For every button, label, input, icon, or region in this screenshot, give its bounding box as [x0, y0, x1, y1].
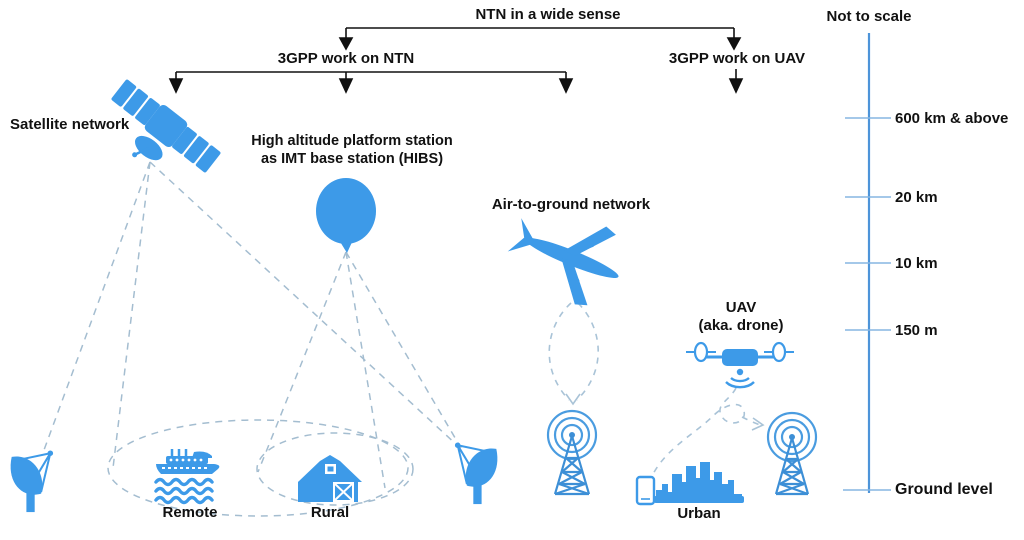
rural-label: Rural — [310, 504, 350, 521]
airplane-icon — [507, 218, 619, 306]
air-to-ground-label: Air-to-ground network — [491, 196, 651, 213]
satellite-network-label: Satellite network — [10, 116, 130, 133]
ground-level-label: Ground level — [895, 481, 993, 498]
tick-600km-label: 600 km & above — [895, 110, 1009, 127]
ntn-wide-label: NTN in a wide sense — [475, 6, 621, 23]
air-to-ground-link — [548, 302, 599, 406]
barn-icon — [298, 455, 362, 502]
uav-links — [651, 387, 765, 477]
dish-icon-right — [454, 442, 498, 505]
hibs-beams — [257, 251, 462, 489]
city-icon — [654, 462, 744, 503]
dish-icon-left — [10, 450, 54, 513]
work-uav-arrow — [728, 69, 744, 94]
hibs-label-line1: High altitude platform station — [251, 133, 453, 149]
work-ntn-bracket — [168, 71, 574, 94]
uav-label: UAV — [725, 299, 757, 316]
not-to-scale-label: Not to scale — [826, 8, 912, 25]
phone-icon — [635, 475, 656, 506]
coverage-ellipse-rural — [256, 432, 414, 506]
hibs-label-line2: as IMT base station (HIBS) — [260, 151, 444, 167]
drone-icon — [686, 341, 794, 389]
hibs-label: High altitude platform station as IMT ba… — [251, 132, 452, 168]
satellite-icon — [111, 79, 221, 173]
satellite-beams — [43, 161, 460, 469]
tick-10km-label: 10 km — [895, 255, 938, 272]
work-ntn-label: 3GPP work on NTN — [277, 50, 415, 67]
altitude-scale-axis — [843, 33, 891, 493]
coverage-ellipse-remote — [107, 419, 409, 517]
tower-icon-left — [546, 409, 598, 496]
urban-label: Urban — [677, 505, 721, 522]
tower-icon-right — [766, 411, 818, 496]
ntn-wide-bracket — [338, 27, 742, 51]
uav-sub-label: (aka. drone) — [698, 317, 784, 334]
balloon-icon — [316, 178, 376, 253]
tick-20km-label: 20 km — [895, 189, 938, 206]
remote-label: Remote — [162, 504, 218, 521]
work-uav-label: 3GPP work on UAV — [668, 50, 806, 67]
tick-150m-label: 150 m — [895, 322, 938, 339]
ship-icon — [154, 449, 220, 505]
